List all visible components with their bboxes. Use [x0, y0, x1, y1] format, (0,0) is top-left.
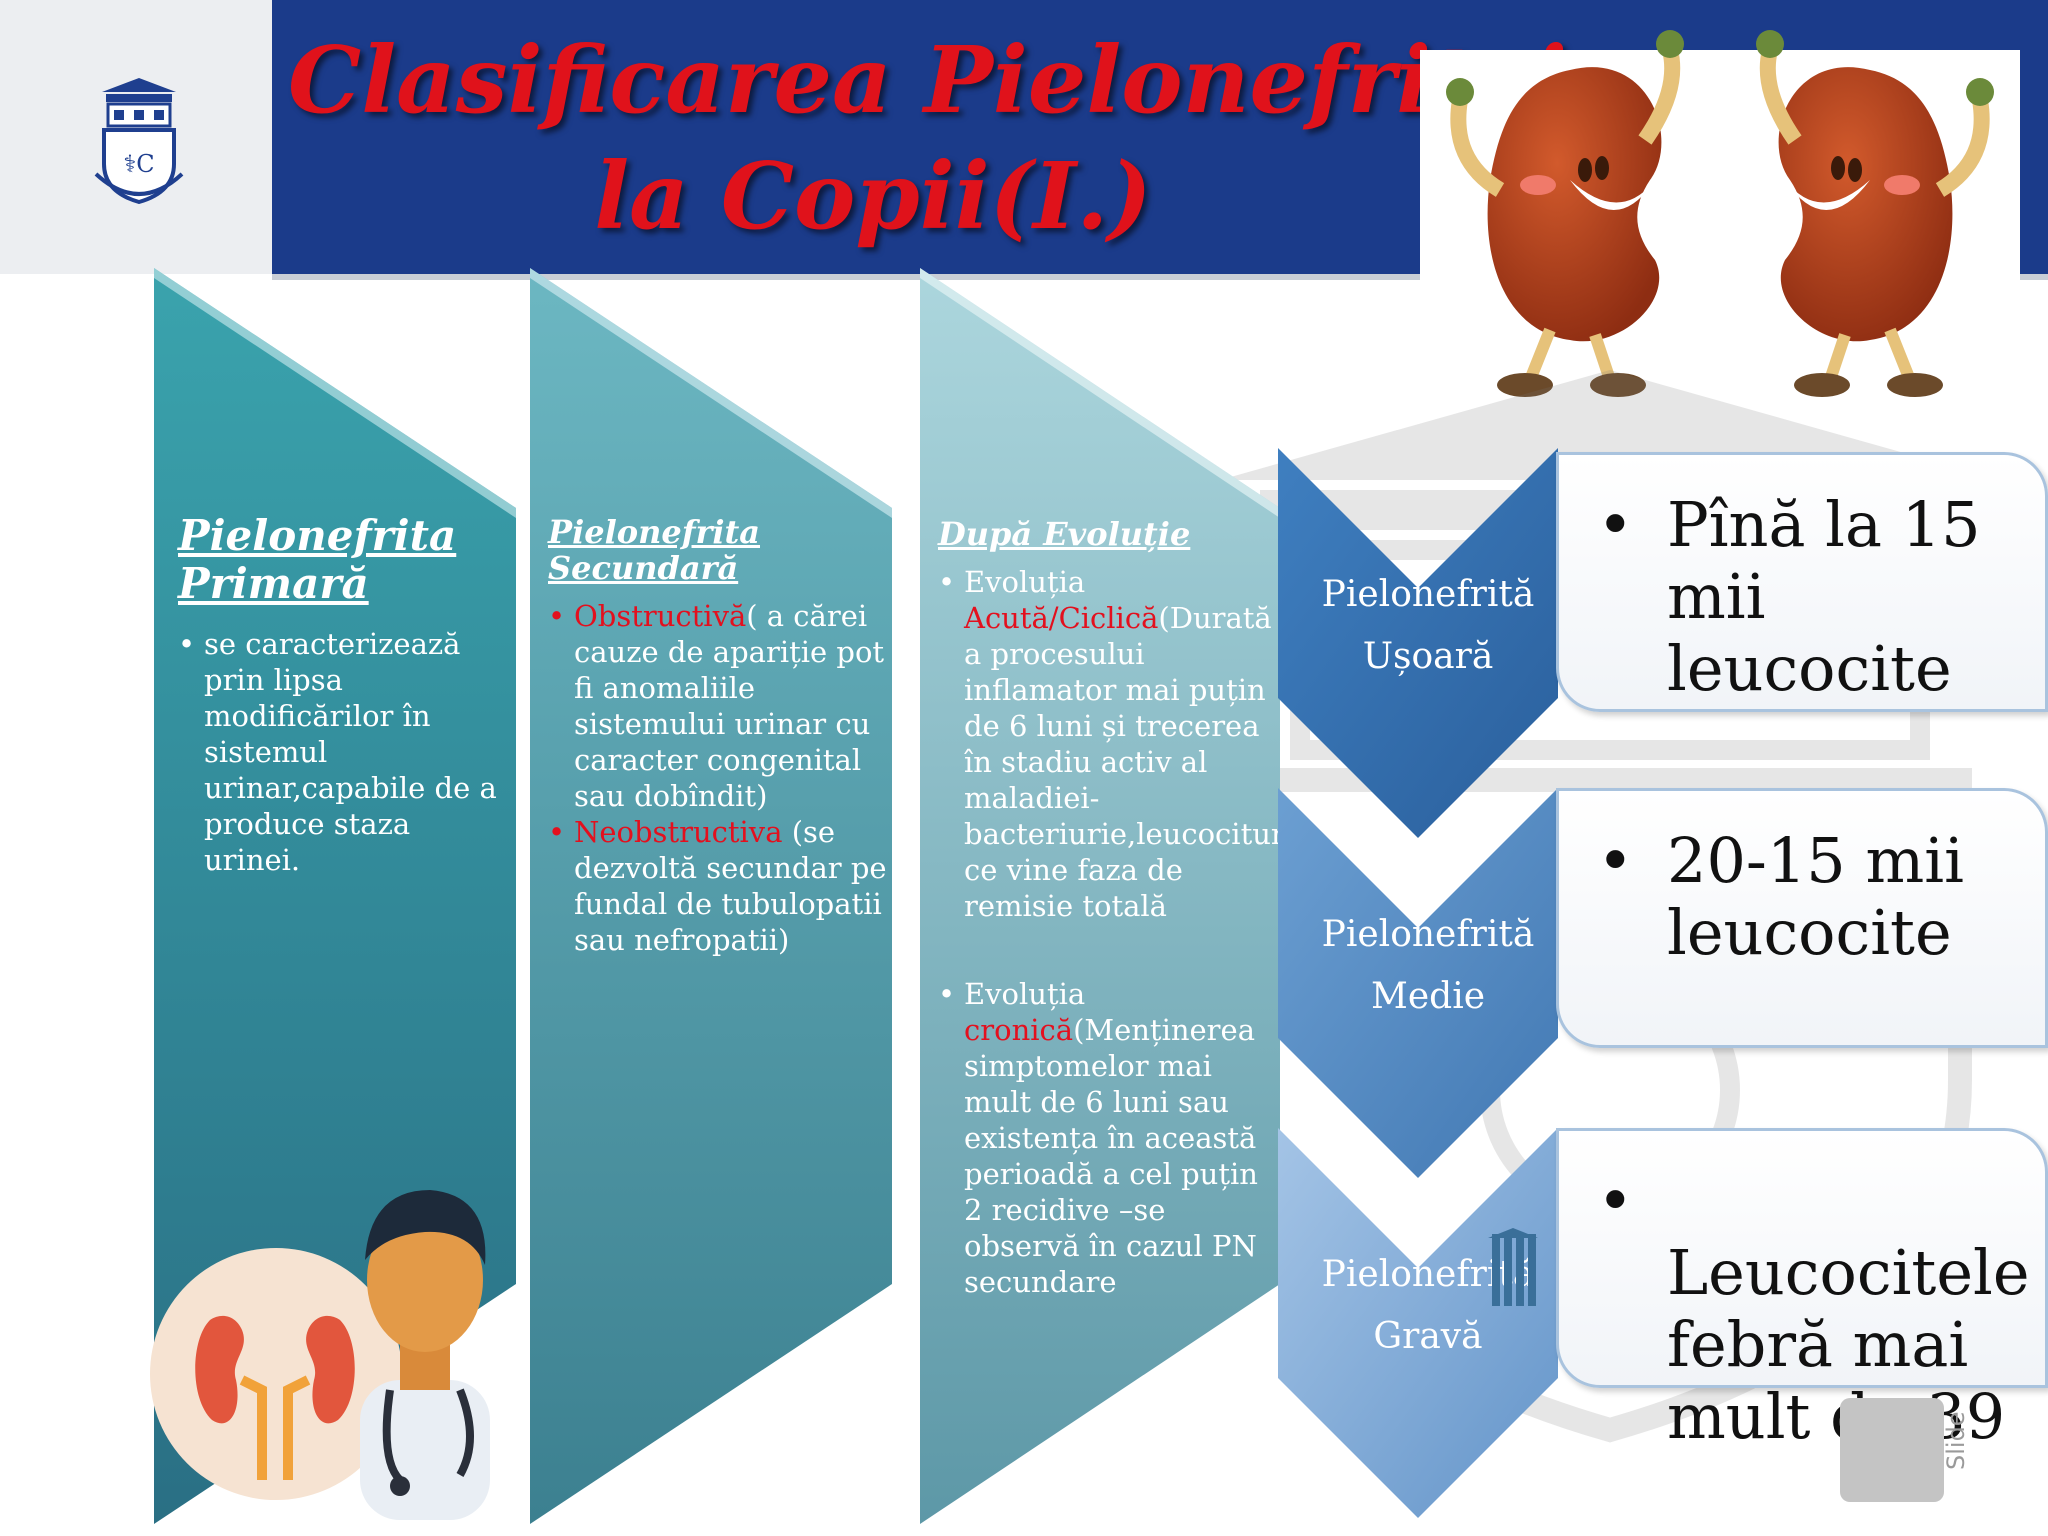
severity-box-mild: •Pînă la 15 mii leucocite [1556, 452, 2048, 712]
title-line-2: la Copii(I.) [594, 142, 1152, 250]
list-item: Evoluția Acută/Ciclică(Durată a procesul… [938, 564, 1495, 924]
column-heading: Pielonefrita Primară [178, 511, 457, 608]
column-evolution-content: După Evoluție Evoluția Acută/Ciclică(Dur… [938, 515, 1495, 1300]
term-acute: Acută/Ciclică [964, 601, 1159, 635]
page-title: Clasificarea Pielonefritei la Copii(I.) [288, 22, 1568, 254]
term-description: ( a cărei cauze de apariție pot fi anoma… [574, 599, 885, 813]
list-item: Evoluția cronică(Menținerea simptomelor … [938, 976, 1278, 1300]
severity-box-text: •Pînă la 15 mii leucocite [1597, 489, 2025, 705]
column-secondary-content: Pielonefrita Secundară Obstructivă( a că… [548, 514, 893, 958]
list-item: se caracterizează prin lipsa modificăril… [178, 626, 508, 878]
severity-label-line1: Pielonefrită [1321, 914, 1535, 955]
chevron-shape [1278, 448, 1558, 838]
severity-label: Pielonefrită Medie [1308, 904, 1548, 1028]
severity-label: Pielonefrită Ușoară [1308, 564, 1548, 688]
column-heading: După Evoluție [938, 515, 1191, 553]
severity-label-line2: Gravă [1373, 1316, 1483, 1357]
severity-box-medium: •20-15 mii leucocite [1556, 788, 2048, 1048]
logo-area: ⚕C [0, 0, 272, 274]
term-tail: dupa ce vine faza de remisie totală [964, 817, 1496, 923]
box-value: 20-15 mii leucocite [1667, 824, 1964, 969]
severity-box-text: • Leucocitele febră mai mult de 39 [1597, 1164, 2048, 1453]
term-description: (se dezvoltă secundar pe fundal de tubul… [574, 815, 887, 957]
term-chronic: cronică [964, 1013, 1074, 1047]
evolution-lead: Evoluția [964, 977, 1086, 1011]
severity-chevron-severe: Pielonefrită Gravă [1278, 1128, 1558, 1518]
thermometer-icon [1488, 1228, 1538, 1306]
chevron-shape [1278, 788, 1558, 1178]
severity-label-line2: Medie [1370, 976, 1486, 1017]
term-description: (Menținerea simptomelor mai mult de 6 lu… [964, 1013, 1258, 1299]
evolution-lead: Evoluția [964, 565, 1086, 599]
doctor-with-kidneys-icon [150, 1190, 490, 1520]
bullet-list: Obstructivă( a cărei cauze de apariție p… [548, 598, 893, 958]
list-item: Obstructivă( a cărei cauze de apariție p… [548, 598, 893, 814]
box-value: Pînă la 15 mii leucocite [1667, 488, 1981, 705]
severity-box-text: •20-15 mii leucocite [1597, 825, 2025, 969]
bullet-list: se caracterizează prin lipsa modificăril… [178, 626, 508, 878]
column-heading: Pielonefrita Secundară [548, 513, 760, 587]
slide-badge-label: Slide [1942, 1411, 1970, 1470]
column-primary-content: Pielonefrita Primară se caracterizează p… [178, 512, 508, 878]
column-evolution: După Evoluție Evoluția Acută/Ciclică(Dur… [920, 268, 1495, 1524]
svg-text:⚕C: ⚕C [123, 150, 154, 178]
severity-label-line1: Pielonefrită [1321, 574, 1535, 615]
term-obstructive: Obstructivă [574, 599, 747, 633]
severity-chevron-medium: Pielonefrită Medie [1278, 788, 1558, 1178]
bullet-list: Evoluția Acută/Ciclică(Durată a procesul… [938, 564, 1495, 1300]
term-nonobstructive: Neobstructiva [574, 815, 783, 849]
box-value: Leucocitele febră mai mult de 39 [1667, 1164, 2048, 1453]
chevron-shape [1278, 1128, 1558, 1518]
cartoon-kidneys-icon [1420, 30, 2020, 397]
column-secondary: Pielonefrita Secundară Obstructivă( a că… [530, 268, 896, 1524]
list-item: Neobstructiva (se dezvoltă secundar pe f… [548, 814, 893, 958]
severity-chevron-mild: Pielonefrită Ușoară [1278, 448, 1558, 838]
slide-badge-icon [1840, 1398, 1944, 1502]
severity-label-line2: Ușoară [1362, 636, 1494, 677]
title-line-1: Clasificarea Pielonefritei [288, 26, 1568, 134]
university-crest-icon: ⚕C [94, 78, 184, 204]
severity-box-severe: • Leucocitele febră mai mult de 39 [1556, 1128, 2048, 1453]
